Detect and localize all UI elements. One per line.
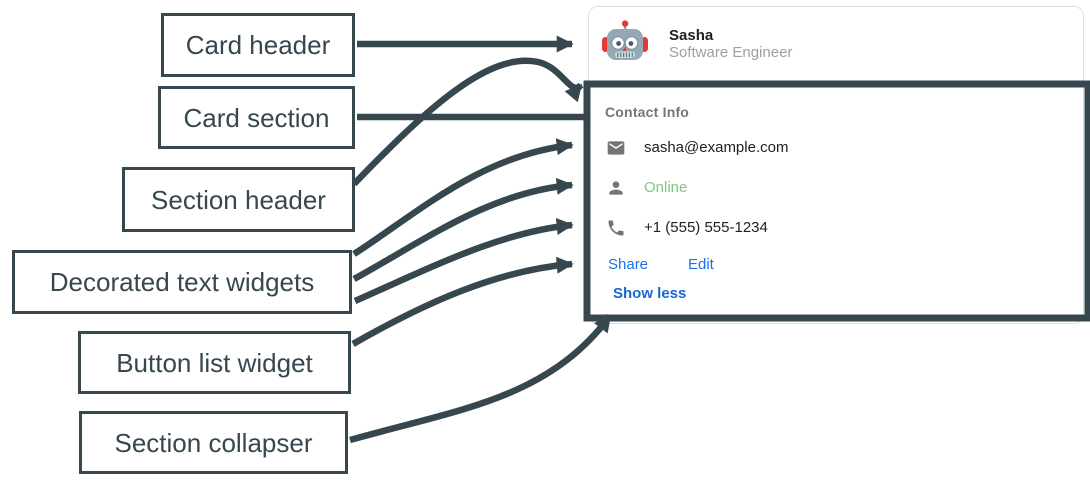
label-section-header: Section header [122,167,355,232]
label-section-collapser: Section collapser [79,411,348,474]
arrow-decorated-text-2 [352,177,574,282]
arrow-button-list [351,256,574,347]
share-button[interactable]: Share [608,256,649,273]
decorated-text-row-email: sasha@example.com [606,138,788,158]
phone-icon [608,220,624,236]
label-decorated-text-widgets: Decorated text widgets [12,250,352,314]
arrow-section-header [351,57,584,187]
decorated-text-row-status: Online [606,178,687,198]
label-card-header: Card header [161,13,355,77]
card-title: Sasha [669,27,714,44]
show-less-button[interactable]: Show less [613,285,687,302]
section-header-title: Contact Info [605,104,690,120]
person-icon [609,181,623,195]
decorated-text-row-phone: +1 (555) 555-1234 [606,218,768,238]
arrow-section-collapser [349,314,613,444]
edit-button[interactable]: Edit [688,256,714,273]
robot-avatar [602,20,648,60]
label-card-section: Card section [158,86,355,149]
arrow-decorated-text-3 [353,218,574,304]
card-subtitle: Software Engineer [669,44,793,61]
status-text: Online [644,179,688,196]
email-icon [607,141,625,155]
label-button-list-widget: Button list widget [78,331,351,394]
email-text: sasha@example.com [644,139,789,156]
arrow-decorated-text-1 [352,138,574,257]
profile-card: Sasha Software Engineer Contact Info sas… [588,6,1084,324]
phone-text: +1 (555) 555-1234 [644,219,768,236]
